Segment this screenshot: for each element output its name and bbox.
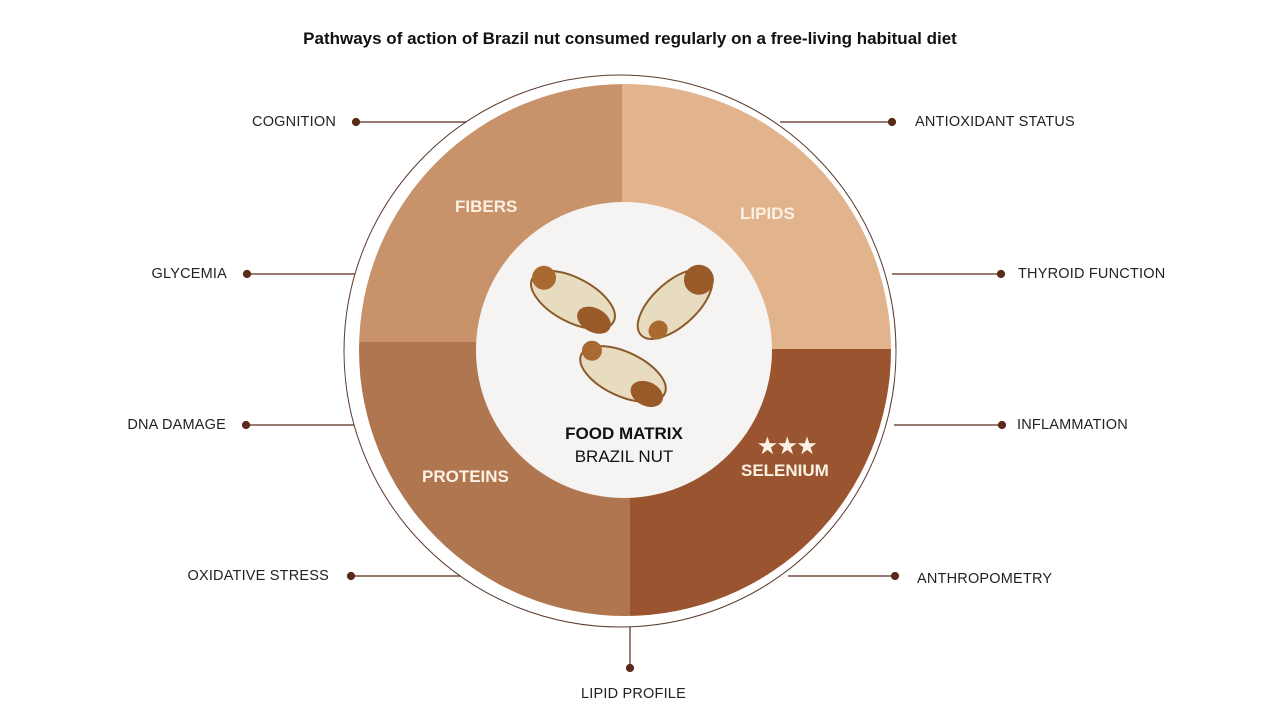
outcome-antioxidant-status: ANTIOXIDANT STATUS <box>915 114 1075 130</box>
outcome-inflammation: INFLAMMATION <box>1017 417 1128 433</box>
diagram-title: Pathways of action of Brazil nut consume… <box>303 29 957 48</box>
quadrant-label-selenium: SELENIUM <box>741 461 829 480</box>
brazil-nuts-icon <box>530 264 714 407</box>
quadrant-label-proteins: PROTEINS <box>422 467 509 486</box>
connectors <box>241 117 1007 673</box>
quadrant-label-lipids: LIPIDS <box>740 204 795 223</box>
outcome-oxidative-stress: OXIDATIVE STRESS <box>187 568 329 584</box>
center-subtitle: BRAZIL NUT <box>574 447 674 466</box>
outcome-dna-damage: DNA DAMAGE <box>127 417 226 433</box>
outcome-glycemia: GLYCEMIA <box>151 266 227 282</box>
outcome-thyroid-function: THYROID FUNCTION <box>1018 266 1166 282</box>
center-title: FOOD MATRIX <box>565 424 683 443</box>
outcome-lipid-profile: LIPID PROFILE <box>581 686 686 702</box>
quadrant-label-fibers: FIBERS <box>455 197 518 216</box>
stars-icon: ★★★ <box>758 435 818 458</box>
outcome-anthropometry: ANTHROPOMETRY <box>917 571 1053 587</box>
outcome-cognition: COGNITION <box>252 114 336 130</box>
